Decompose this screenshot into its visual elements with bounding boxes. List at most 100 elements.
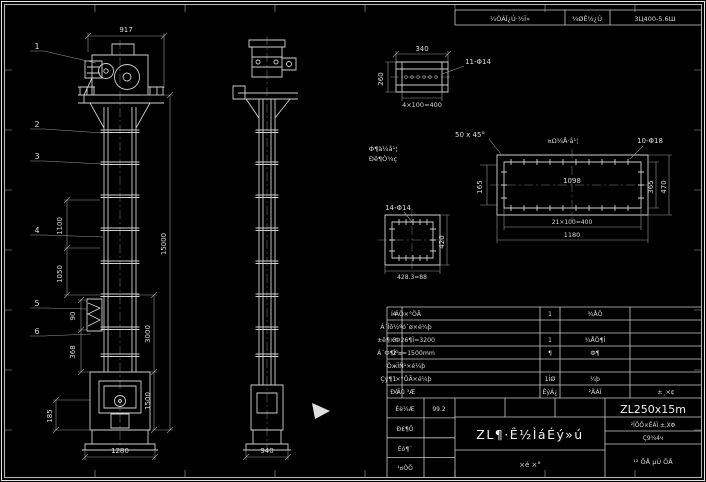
drive-sprocket-hub <box>103 68 109 74</box>
parts-cell: ¶ <box>548 350 552 357</box>
flange-plate-detail <box>378 209 447 271</box>
title-block-grid <box>387 398 702 478</box>
head-pulley-hub <box>122 72 132 82</box>
hole-icon <box>410 75 414 79</box>
signature-label: Ð£¶Ô <box>396 426 413 433</box>
title-block: ZL250x15m ZL¶·Ê½ÌáÉý»ú ²ÎÕÕ×ÊÁÏ ±,XΦ Ç9¾… <box>387 398 702 478</box>
balloon-1: 1 <box>34 42 39 51</box>
signature-label: Éó¶¨ <box>398 445 412 453</box>
dim-label: 1050 <box>56 265 64 283</box>
assembly-label: ×é ×° <box>519 461 541 469</box>
model-number: ZL250x15m <box>620 403 686 416</box>
parts-cell: ±¸×¢ <box>657 389 674 396</box>
header-cell: ¾ØÊ½¿Ú <box>572 14 602 23</box>
center-line <box>490 149 655 221</box>
reference-note: ²ÎÕÕ×ÊÁÏ ±,XΦ <box>631 421 676 429</box>
plate-detail <box>490 149 655 221</box>
dim-label: 428.3=88 <box>397 274 427 281</box>
parts-cell: 3 <box>393 337 397 344</box>
hole-icon <box>404 75 408 79</box>
parts-cell: 1 <box>548 337 552 344</box>
frame-tick-marks <box>4 4 702 478</box>
parts-cell: ÊýÁ¿ <box>542 387 557 396</box>
bolt-icon <box>273 59 279 65</box>
dim-label: 260 <box>377 72 385 85</box>
hole-icon <box>434 75 438 79</box>
dim-label: 1180 <box>564 231 581 239</box>
parts-table: 4Í·ÂÖ×°ÖÃ 1 ¾ÅÖ Á´Ìõ½ºó´ø×é¼þ 3±ê¶×Ф26¶Î=320… <box>377 306 702 478</box>
dim-label: 50 x 45° <box>455 131 485 139</box>
boot-shaft <box>114 395 126 407</box>
parts-cell: ¼þ <box>590 376 600 383</box>
balloon-4: 4 <box>34 226 39 235</box>
parts-cell: 1 <box>548 311 552 318</box>
frame-border <box>3 3 703 479</box>
dim-label: ¤Ω¼Å·å¹¦ <box>548 136 579 145</box>
side-view <box>232 36 298 452</box>
section-outline <box>395 61 449 93</box>
parts-cell: ¾ÅÖ¶Î <box>585 335 606 344</box>
hole-icon <box>428 75 432 79</box>
parts-cell: 1 <box>393 376 397 383</box>
signature-label: Éè¼Æ <box>395 405 414 413</box>
signature-label: ¹¤ÒÕ <box>397 465 413 472</box>
bolt-icon <box>255 59 261 65</box>
parts-table-rows: 4Í·ÂÖ×°ÖÃ 1 ¾ÅÖ Á´Ìõ½ºó´ø×é¼þ 3±ê¶×Ф26¶Î=320… <box>377 309 675 396</box>
dim-label: 470 <box>660 180 668 193</box>
section-view-a <box>390 61 454 93</box>
parts-cell: ²ÄÁÏ <box>589 387 602 396</box>
dim-label: 21×100=400 <box>552 219 593 226</box>
header-cell: ¼ÓÁÏ¿Ú·½Î» <box>490 14 530 23</box>
drawing-title: ZL¶·Ê½ÌáÉý»ú <box>476 427 583 442</box>
parts-cell: Í·ÂÖ×°ÖÃ <box>391 309 422 318</box>
parts-cell: Ãû ³Æ <box>397 387 416 396</box>
dim-label: Ðê¶Ò¾ç <box>369 154 398 163</box>
reference-note: Ç9¾4ч <box>643 436 663 442</box>
dim-label: 185 <box>46 409 54 422</box>
parts-table-grid <box>386 306 702 478</box>
dim-label: 165 <box>476 180 484 193</box>
head-pulley <box>114 64 140 90</box>
header-cell: 3Ц400-5.6Ш <box>634 15 675 23</box>
section-marker <box>312 403 330 419</box>
parts-cell: Á´Ф¶Î³¤=1500mm <box>377 348 435 357</box>
dim-label: Ф¶à¼å¹¦ <box>369 144 398 153</box>
dim-label: 420 <box>438 235 446 248</box>
parts-cell: Ф¶ <box>590 350 599 357</box>
signature-value: 99.2 <box>432 406 446 413</box>
dim-label: 15000 <box>160 233 168 255</box>
balloon-3: 3 <box>34 152 39 161</box>
parts-cell: Ðò <box>390 388 399 396</box>
dim-label: 3000 <box>144 325 152 343</box>
front-view-outline <box>78 43 164 451</box>
hole-icon <box>422 75 426 79</box>
dim-label: 10-Φ18 <box>637 137 663 145</box>
parts-cell: Çý¶¯×°ÖÃ×é¼þ <box>380 374 431 383</box>
dim-label: 11-Φ14 <box>465 58 491 66</box>
dim-label: 90 <box>69 312 77 321</box>
side-view-outline <box>232 39 298 451</box>
dimension-lines <box>30 32 672 461</box>
front-view <box>78 40 164 452</box>
drive-sprocket <box>98 63 114 79</box>
parts-cell: ¾ÅÖ <box>587 309 602 318</box>
center-line <box>378 209 447 271</box>
balloon-5: 5 <box>34 299 39 308</box>
dim-label: 4×100=400 <box>402 101 442 109</box>
solid-arrow-icon <box>312 403 330 419</box>
parts-cell: ±ê¶×Ф26¶Î=3200 <box>377 335 435 344</box>
dim-label: 1500 <box>144 392 152 410</box>
header-strip: ¼ÓÁÏ¿Ú·½Î» ¾ØÊ½¿Ú 3Ц400-5.6Ш <box>454 9 702 26</box>
parts-cell: Á´Ìõ½ºó´ø×é¼þ <box>380 322 432 331</box>
dim-label: 1100 <box>56 217 64 235</box>
dim-label: 365 <box>647 180 655 193</box>
dim-label: 917 <box>119 26 132 34</box>
hole-icon <box>416 75 420 79</box>
parts-cell: 4 <box>393 311 397 318</box>
sheet-count: ¹² ÕÅ µÚ ÕÅ <box>633 457 673 466</box>
dim-label: 368 <box>69 345 77 358</box>
parts-cell: 1ÌØ <box>545 374 556 383</box>
